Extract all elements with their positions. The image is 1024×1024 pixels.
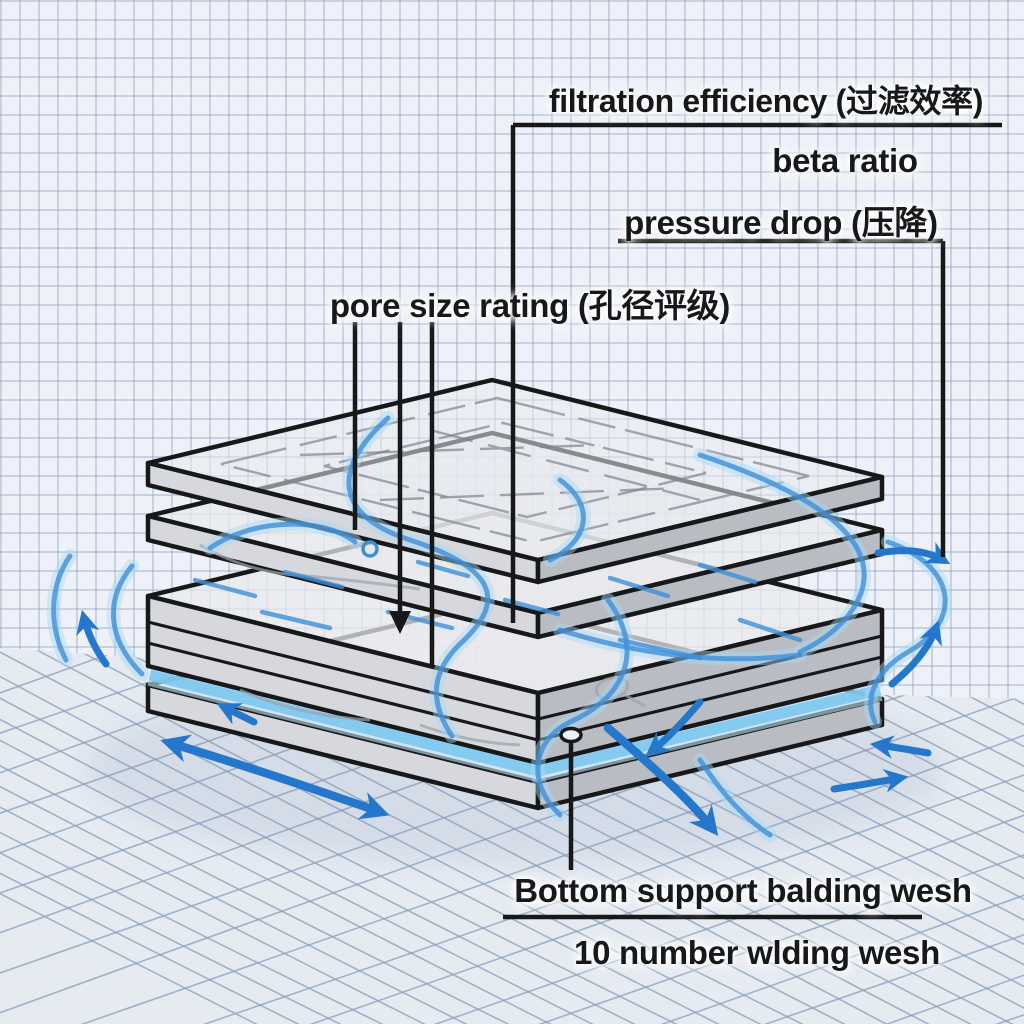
- beta-ratio-label: beta ratio: [772, 142, 918, 179]
- flow-arrow-left-small: [216, 703, 258, 726]
- flow-arrow-double: [160, 734, 390, 820]
- bottom-support-leader: [503, 726, 922, 920]
- down-arrowhead: [389, 611, 411, 634]
- pore-size-rating-label: pore size rating (孔径评级): [329, 287, 731, 324]
- mesh-count-label: 10 number wlding wesh: [574, 934, 940, 971]
- leader-pin: [559, 726, 583, 744]
- flow-arrow-up-left: [76, 609, 110, 668]
- flow-swirls: [51, 415, 948, 838]
- leader-lines: [352, 122, 1002, 920]
- flow-arrow-down-right: [603, 723, 719, 836]
- filtration-efficiency-label: filtration efficiency (过滤效率): [548, 83, 984, 119]
- doodle-circle: [361, 540, 379, 558]
- pore-size-leaders: [352, 322, 435, 668]
- mesh-pattern-sketch: [220, 396, 810, 544]
- flow-arrow-right-top: [874, 542, 951, 565]
- bottom-support-mesh-label: Bottom support balding wesh: [514, 872, 972, 909]
- flow-arrow-left-bottom: [869, 735, 932, 759]
- flow-arrow-right-bottom: [830, 769, 909, 793]
- flow-arrow-down-left: [645, 698, 704, 757]
- flow-arrow-up-right: [888, 620, 942, 688]
- doodle-scribble: [594, 676, 646, 708]
- flow-arrows: [76, 542, 951, 836]
- pressure-drop-label: pressure drop (压降): [624, 204, 938, 241]
